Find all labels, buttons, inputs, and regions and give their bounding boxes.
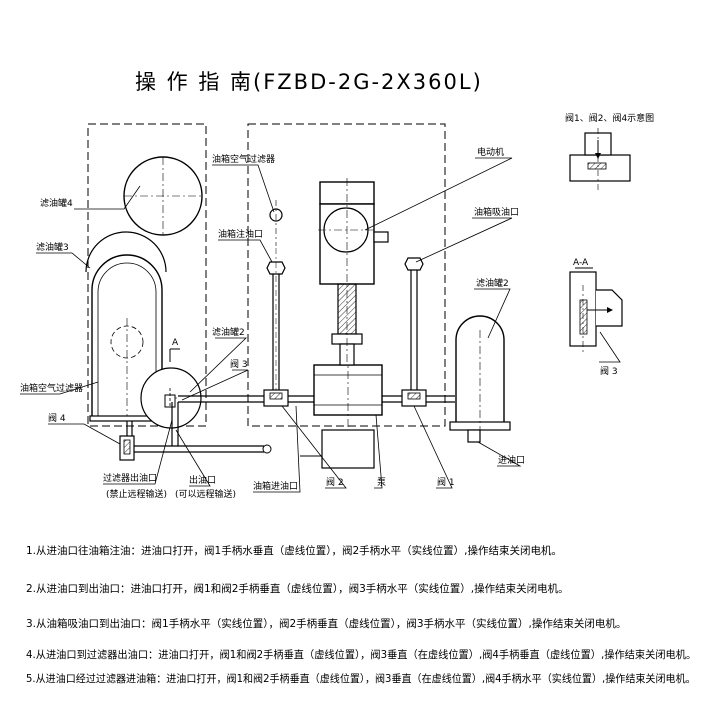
valve-4 [119, 421, 135, 461]
valve-124-diagram [569, 128, 631, 192]
label-valve-2: 阀 2 [326, 477, 344, 488]
pump-cart-frame [247, 123, 446, 427]
pump [313, 355, 383, 455]
page-title: 操 作 指 南(FZBD-2G-2X360L) [135, 70, 483, 94]
filter-tank-2-right [449, 315, 511, 443]
label-filter-tank-3: 滤油罐3 [36, 241, 69, 253]
valve-1 [401, 389, 427, 407]
instruction-step-5: 5.从进油口经过过滤器进油箱：进油口打开，阀1和阀2手柄垂直（虚线位置），阀3垂… [26, 673, 696, 685]
label-tank-air-filter-left: 油箱空气过滤器 [20, 382, 83, 394]
leader-lines [20, 157, 621, 493]
label-filter-tank-4: 滤油罐4 [40, 197, 73, 209]
label-tank-inlet: 油箱进油口 [253, 480, 298, 492]
section-marker-a: A [169, 338, 180, 362]
label-filter-tank-2-right: 滤油罐2 [476, 277, 509, 289]
filter-tank-3 [85, 231, 167, 422]
valve-3-section-diagram [569, 267, 623, 355]
section-marker-a-label: A [172, 338, 179, 348]
label-filter-outlet: 过滤器出油口 [103, 472, 157, 484]
label-pump: 泵 [377, 477, 386, 488]
label-valve-3: 阀 3 [230, 359, 248, 370]
filter-tank-2-left [140, 367, 202, 429]
valve-2 [263, 389, 300, 407]
label-outlet: 出油口 [189, 474, 216, 486]
motor [318, 178, 389, 366]
label-valve-3-side: 阀 3 [600, 366, 618, 377]
label-tank-fill-port: 油箱注油口 [218, 228, 263, 240]
label-filter-outlet-note: (禁止远程输送) [106, 488, 167, 500]
label-outlet-note: (可以远程输送) [175, 488, 236, 500]
label-valve-4: 阀 4 [48, 413, 66, 424]
label-valves-diagram-title: 阀1、阀2、阀4示意图 [565, 112, 654, 124]
label-filter-tank-2-left: 滤油罐2 [212, 326, 245, 338]
instruction-step-3: 3.从油箱吸油口到出油口：阀1手柄水平（实线位置），阀2手柄垂直（虚线位置），阀… [26, 618, 627, 630]
outlet-pipe [130, 402, 272, 454]
tank-fill-assembly [266, 200, 286, 396]
tank-suction-assembly [404, 257, 424, 390]
label-tank-suction-port: 油箱吸油口 [474, 206, 519, 218]
instruction-step-1: 1.从进油口往油箱注油：进油口打开，阀1手柄水垂直（虚线位置），阀2手柄水平（实… [26, 545, 562, 557]
label-tank-air-filter-top: 油箱空气过滤器 [212, 153, 275, 165]
label-inlet: 进油口 [498, 454, 525, 466]
label-valve-1: 阀 1 [437, 477, 455, 488]
label-motor: 电动机 [477, 146, 504, 158]
instruction-step-2: 2.从进油口到出油口：进油口打开，阀1和阀2手柄垂直（虚线位置），阀3手柄水平（… [26, 583, 569, 595]
filter-tank-4 [123, 156, 203, 236]
filter-cart-frame [87, 123, 207, 427]
pump-base [321, 429, 375, 469]
label-section-aa: A-A [573, 258, 589, 268]
instruction-step-4: 4.从进油口到过滤器出油口：进油口打开，阀1和阀2手柄垂直（虚线位置），阀3垂直… [26, 649, 697, 661]
